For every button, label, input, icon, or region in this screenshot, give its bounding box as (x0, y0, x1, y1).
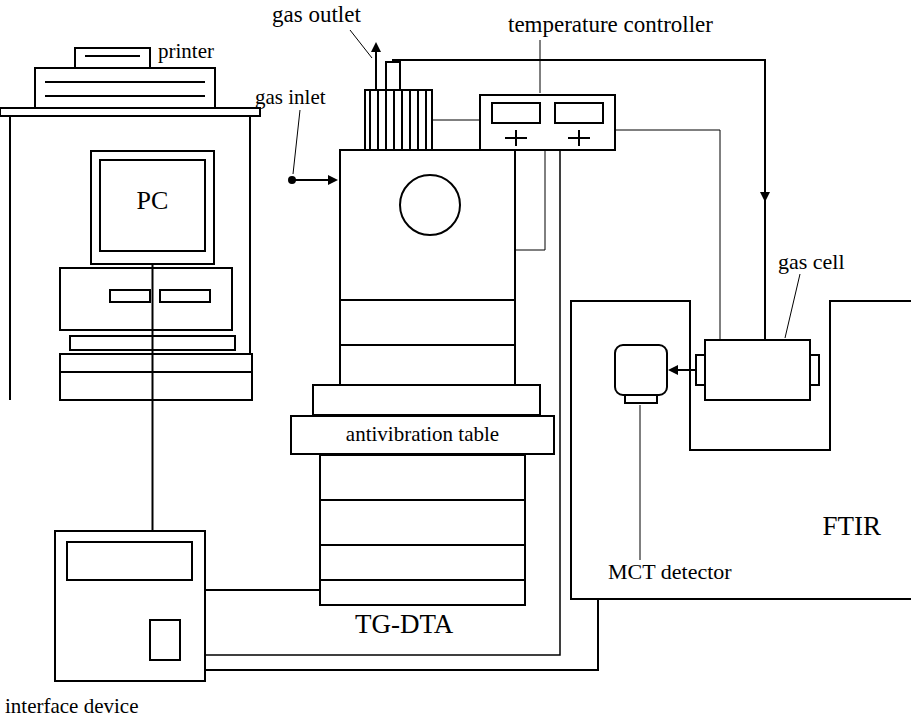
part-label: temperature controller (508, 12, 713, 37)
part-label: MCT detector (608, 560, 732, 584)
interface-box-outline (5, 530, 205, 718)
part-label: gas inlet (255, 86, 326, 109)
ftir-housing: FTIR (570, 300, 911, 600)
node-text: interface device (5, 695, 139, 718)
node-text: FTIR (822, 512, 881, 542)
cable-connector (152, 265, 154, 530)
instrument-label: TG-DTA (355, 610, 453, 640)
ftir-housing-outline (570, 300, 911, 600)
part-label: gas outlet (272, 2, 361, 27)
node-text: antivibration table (346, 423, 499, 446)
part-label: printer (158, 40, 214, 63)
table-box: antivibration table (290, 415, 555, 455)
interface-box: interface device (5, 530, 205, 718)
pc-monitor: PC (90, 150, 215, 265)
node-text: PC (137, 187, 169, 216)
part-label: gas cell (778, 250, 845, 274)
cable-connector (205, 600, 598, 670)
